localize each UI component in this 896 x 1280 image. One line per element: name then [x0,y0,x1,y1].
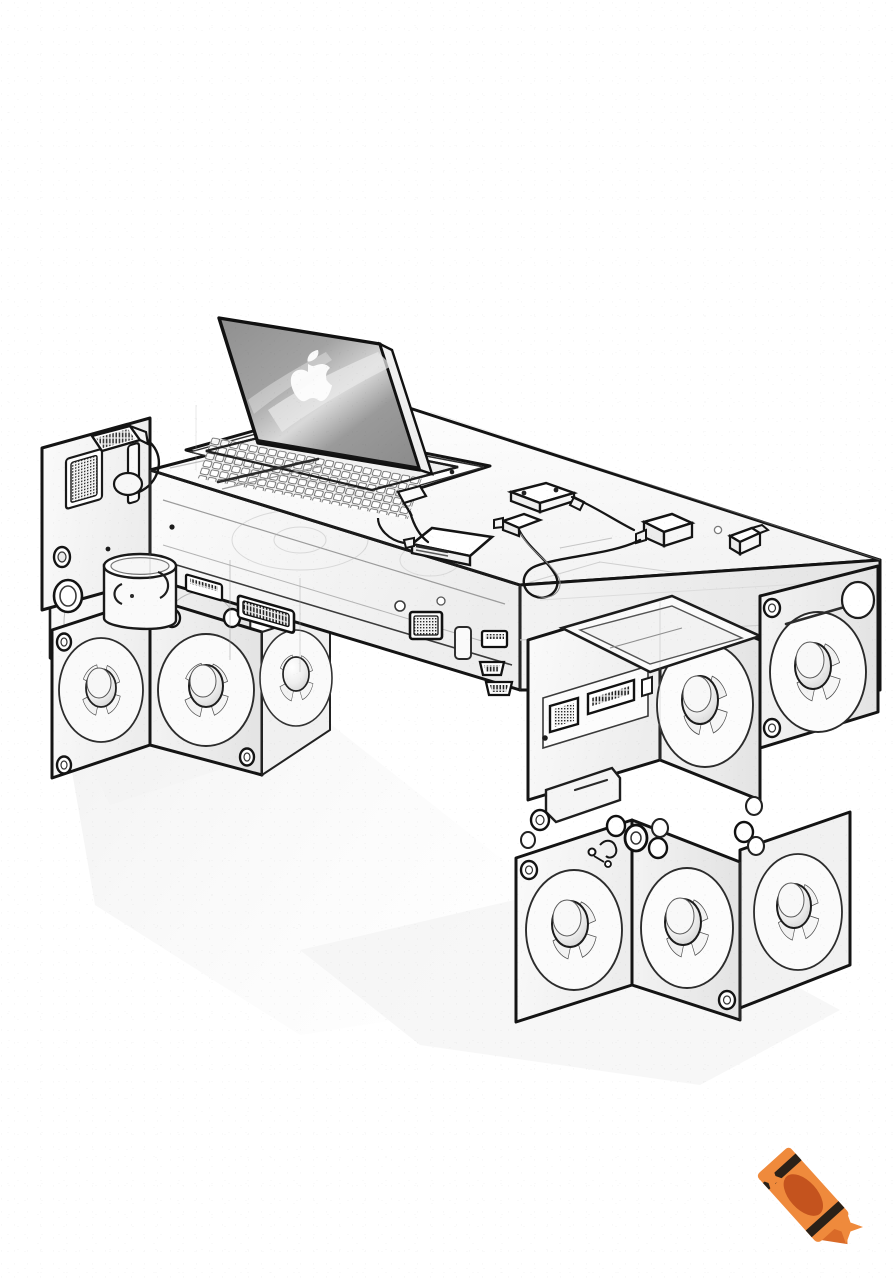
usb-flash-drive [727,523,770,556]
fan-stack-left [48,513,333,780]
external-drive [376,517,495,567]
screw-hole [519,859,539,881]
cylinder-container [102,552,178,630]
case-fan [58,637,144,743]
fan-module [630,818,742,1022]
connector-adapter [90,423,161,497]
hdmi-port [484,680,514,697]
screw-hole [762,597,782,619]
case-fan [769,611,867,733]
cable [408,510,430,544]
usb-port [480,629,509,649]
ethernet-port [548,696,580,734]
open-tray [558,594,764,674]
laptop-screen [217,316,434,476]
screw-hole [717,989,737,1011]
handle-slot [784,604,850,626]
crayon-band [805,1201,845,1238]
screw-hole [762,717,782,739]
usb-a-port [184,573,224,602]
indicator-led [542,735,548,741]
case-fan [753,853,843,971]
ethernet-port [408,610,444,641]
fan-module [259,608,333,777]
fan-stack-right [514,564,880,1024]
grommet-cluster [605,795,766,860]
hdmi-port [478,660,506,677]
usb-port [586,678,636,716]
wire-bundle [587,839,618,868]
crayon-label [783,1174,824,1216]
fan-module [526,594,764,824]
case-fan [525,869,623,991]
cable-adapter [493,512,544,538]
laptop [184,316,492,520]
wide-connector-port [236,594,296,634]
speaker-grille [64,448,104,510]
fan-module [738,810,852,1010]
construction-lines [149,405,881,1020]
case-fan [640,867,734,989]
screw-hole [436,596,446,606]
screw-hole [394,600,406,612]
usb-dongle [506,481,586,514]
screw-hole [55,755,73,775]
screw-hole [55,632,73,652]
right-module-port-bank [542,664,653,750]
blank-panel [454,626,472,660]
screw-hole [840,580,876,620]
cable [517,495,642,599]
indicator-led [169,524,175,530]
audio-jack [52,545,72,569]
sparkle-icon [829,1210,863,1244]
case-fan [157,633,255,747]
screw-hole [238,747,256,767]
desk-body [148,468,522,697]
screw-hole [713,525,723,535]
audio-jack [52,578,84,614]
fan-module [758,564,880,750]
grommet-cluster [520,808,551,849]
sparkle-icon [759,1166,785,1193]
indicator-led [105,546,111,552]
crayon-cap [757,1147,793,1180]
small-slot [641,675,653,698]
crayon-logo [757,1147,863,1245]
apple-logo [290,350,332,402]
front-port-bank [394,596,514,697]
fan-module [514,818,634,1024]
camera-led [449,469,455,475]
left-port-bank [169,524,296,634]
